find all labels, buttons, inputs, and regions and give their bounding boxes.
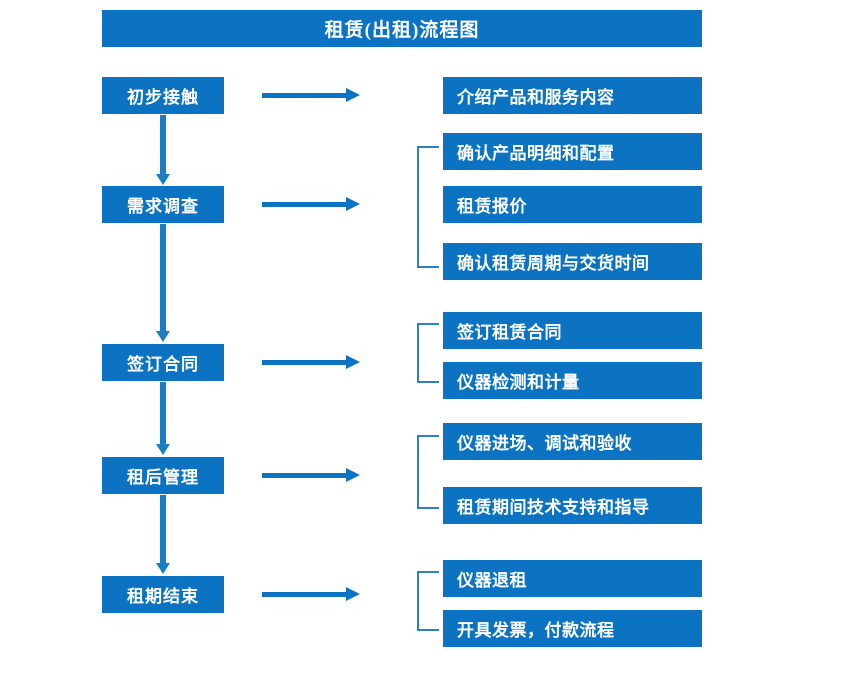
vertical-arrow-2-to-3	[156, 224, 170, 342]
stage-box-1[interactable]: 初步接触	[102, 77, 224, 114]
detail-box-8[interactable]: 租赁期间技术支持和指导	[443, 487, 702, 524]
arrow-shaft	[262, 360, 346, 365]
arrow-head-right-icon	[346, 88, 360, 102]
stage-box-3[interactable]: 签订合同	[102, 344, 224, 381]
horizontal-arrow-1	[262, 88, 360, 102]
arrow-shaft	[160, 224, 166, 331]
detail-box-7[interactable]: 仪器进场、调试和验收	[443, 423, 702, 460]
detail-box-2[interactable]: 确认产品明细和配置	[443, 133, 702, 170]
group-bracket-5	[417, 571, 439, 631]
horizontal-arrow-4	[262, 468, 360, 482]
vertical-arrow-4-to-5	[156, 495, 170, 574]
arrow-shaft	[160, 115, 166, 174]
stage-box-5[interactable]: 租期结束	[102, 576, 224, 613]
detail-box-3[interactable]: 租赁报价	[443, 186, 702, 223]
arrow-head-right-icon	[346, 587, 360, 601]
arrow-shaft	[262, 473, 346, 478]
arrow-shaft	[160, 495, 166, 563]
detail-box-5[interactable]: 签订租赁合同	[443, 312, 702, 349]
arrow-head-down-icon	[156, 331, 170, 342]
stage-box-4[interactable]: 租后管理	[102, 457, 224, 494]
detail-box-10[interactable]: 开具发票，付款流程	[443, 610, 702, 647]
detail-box-6[interactable]: 仪器检测和计量	[443, 362, 702, 399]
group-bracket-4	[417, 435, 439, 509]
group-bracket-2	[417, 146, 439, 268]
horizontal-arrow-5	[262, 587, 360, 601]
arrow-head-down-icon	[156, 174, 170, 185]
vertical-arrow-3-to-4	[156, 382, 170, 455]
horizontal-arrow-2	[262, 197, 360, 211]
vertical-arrow-1-to-2	[156, 115, 170, 185]
detail-box-9[interactable]: 仪器退租	[443, 560, 702, 597]
flowchart-title: 租赁(出租)流程图	[102, 10, 702, 47]
detail-box-4[interactable]: 确认租赁周期与交货时间	[443, 243, 702, 280]
arrow-shaft	[262, 202, 346, 207]
arrow-head-right-icon	[346, 468, 360, 482]
arrow-shaft	[160, 382, 166, 444]
arrow-head-right-icon	[346, 355, 360, 369]
arrow-head-right-icon	[346, 197, 360, 211]
arrow-head-down-icon	[156, 563, 170, 574]
arrow-shaft	[262, 592, 346, 597]
horizontal-arrow-3	[262, 355, 360, 369]
stage-box-2[interactable]: 需求调查	[102, 186, 224, 223]
arrow-shaft	[262, 93, 346, 98]
group-bracket-3	[417, 323, 439, 383]
detail-box-1[interactable]: 介绍产品和服务内容	[443, 77, 702, 114]
arrow-head-down-icon	[156, 444, 170, 455]
